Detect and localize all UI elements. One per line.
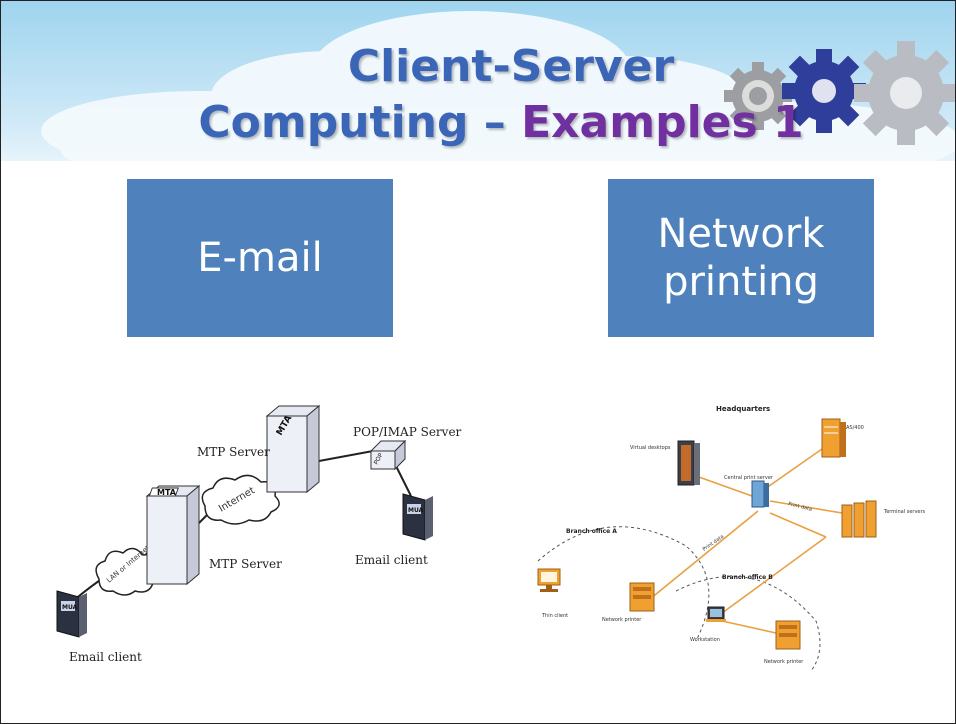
central-print-server — [751, 480, 769, 508]
mta-left-label: MTA — [157, 488, 177, 497]
network-printer-b — [775, 620, 801, 650]
terminal-servers-label: Terminal servers — [883, 509, 926, 515]
title-line-2: Computing – Examples 1 — [131, 95, 871, 151]
gear-medium-icon — [782, 49, 866, 133]
pop-imap-server-label: POP/IMAP Server — [353, 425, 462, 439]
title-line-1: Client-Server — [347, 41, 675, 92]
network-printing-diagram: Headquarters Virtual desktops Central pr… — [537, 405, 926, 672]
mtp-server-top-label: MTP Server — [197, 445, 270, 459]
network-printer-b-label: Network printer — [764, 659, 804, 665]
mta-server-left: MTA — [145, 484, 201, 586]
as400-server — [821, 418, 846, 458]
email-box-label: E-mail — [197, 235, 323, 281]
virtual-desktops-label: Virtual desktops — [630, 445, 671, 451]
central-print-server-label: Central print server — [724, 475, 774, 481]
as400-label: AS/400 — [846, 425, 864, 431]
branch-b-label: Branch office B — [722, 574, 773, 581]
print-data-label-1: Print data — [788, 501, 813, 513]
pop-server: POP — [369, 439, 407, 471]
title-line-2-main: Computing – — [198, 97, 522, 148]
virtual-desktops-rack — [677, 440, 700, 486]
mua-client-right: MUA — [402, 493, 433, 541]
email-client-right-label: Email client — [355, 553, 428, 567]
gear-small-icon — [724, 62, 792, 130]
workstation — [706, 606, 726, 622]
title-line-2-accent: Examples 1 — [521, 97, 804, 148]
branch-a-label: Branch office A — [566, 528, 617, 535]
gear-large-icon — [854, 41, 955, 145]
email-diagram: LAN or Internet Internet MTA MTA PO — [56, 404, 462, 664]
network-printing-box-label: Network printing — [657, 211, 825, 305]
lan-cloud: LAN or Internet — [95, 544, 161, 596]
gears-icon — [724, 41, 955, 145]
mtp-server-bottom-label: MTP Server — [209, 557, 282, 571]
workstation-label: Workstation — [690, 637, 720, 643]
mua-left-label: MUA — [62, 604, 78, 611]
thin-client — [537, 568, 561, 592]
headquarters-label: Headquarters — [716, 405, 770, 413]
print-data-label-2: Print data — [702, 534, 725, 553]
network-printing-box: Network printing — [608, 179, 874, 337]
mta-server-right: MTA — [265, 404, 321, 494]
terminal-servers — [841, 500, 877, 538]
network-printer-a-label: Network printer — [602, 617, 642, 623]
mua-client-left: MUA — [56, 590, 87, 638]
internet-cloud: Internet — [201, 474, 280, 525]
slide-title: Client-Server Computing – Examples 1 — [151, 39, 871, 151]
branch-a-arc — [537, 526, 710, 642]
email-box: E-mail — [127, 179, 393, 337]
mua-right-label: MUA — [408, 507, 424, 514]
email-client-left-label: Email client — [69, 650, 142, 664]
thin-client-label: Thin client — [541, 613, 568, 619]
print-data-lines — [649, 448, 843, 634]
network-printer-a — [629, 582, 655, 612]
